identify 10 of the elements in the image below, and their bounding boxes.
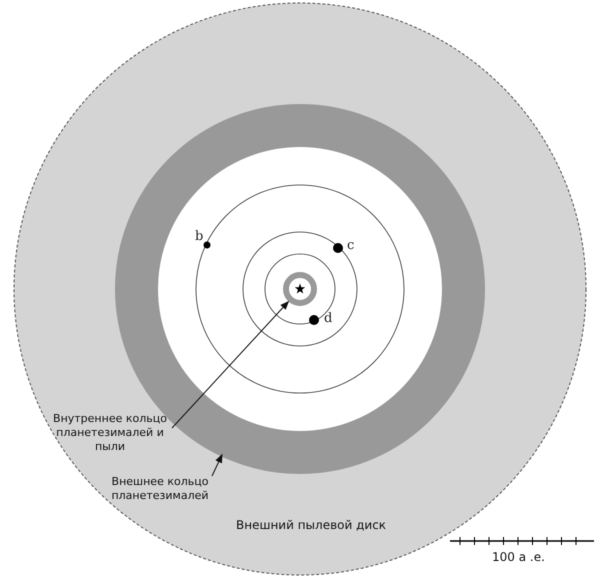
planet-label: d xyxy=(324,311,332,326)
callout-text: Внутреннее кольцо планетезималей и пыли xyxy=(45,412,175,454)
region-label: Внешний пылевой диск xyxy=(236,518,386,532)
leader-line xyxy=(172,300,290,428)
planet-label: b xyxy=(195,229,204,244)
inner-ring xyxy=(283,272,317,306)
leader-line xyxy=(212,454,223,476)
callout-text: Внешнее кольцо планетезималей xyxy=(100,475,220,503)
scale-label: 100 а .е. xyxy=(492,550,545,564)
planet-label: c xyxy=(347,238,354,253)
